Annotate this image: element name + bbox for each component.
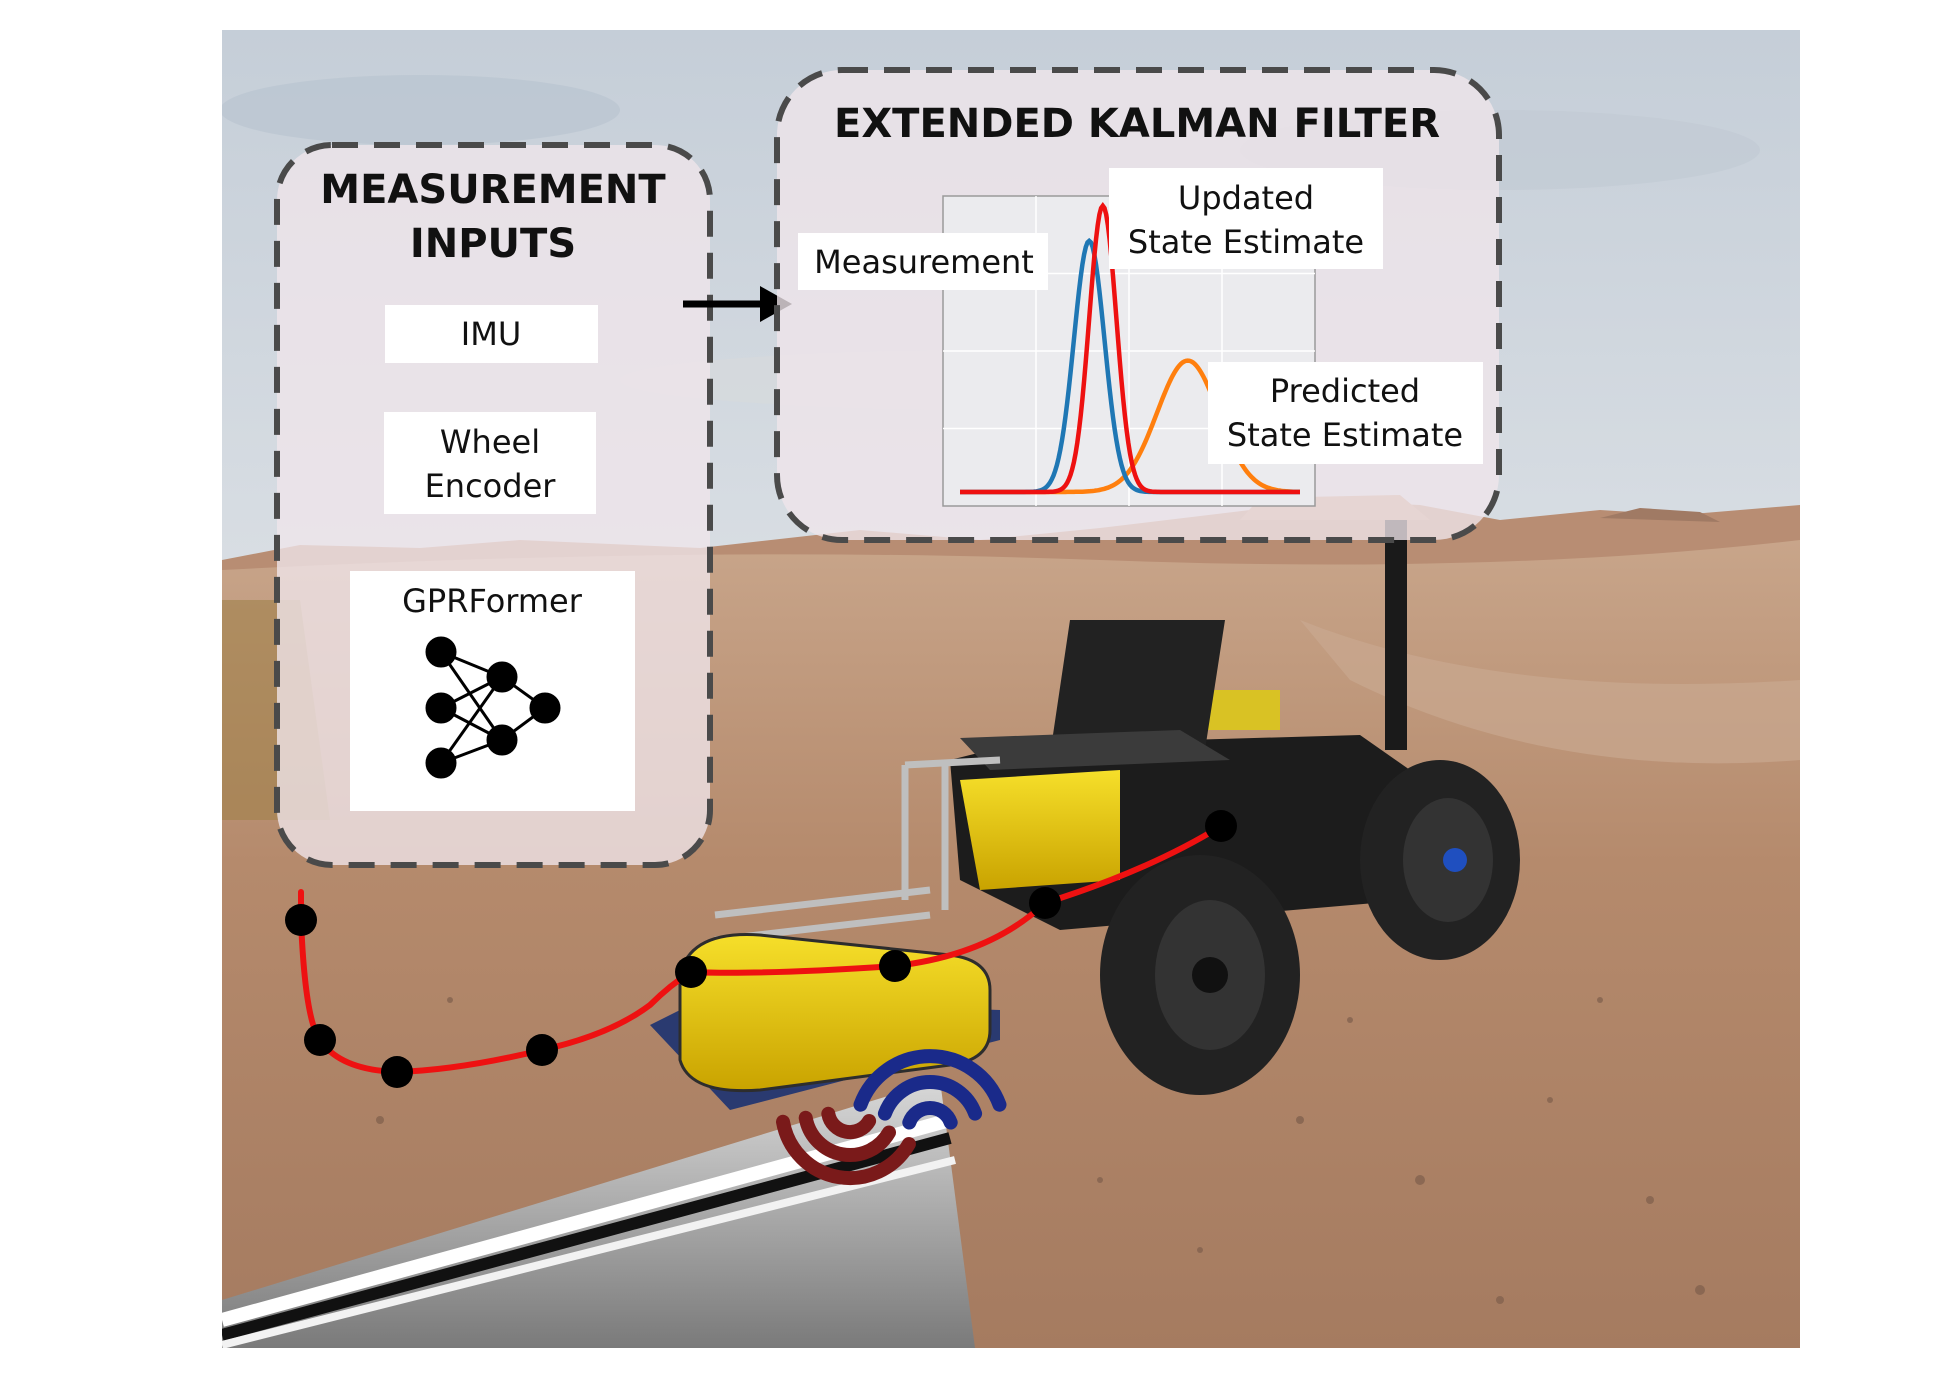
measurement-inputs-panel: MEASUREMENT INPUTS IMU Wheel Encoder GPR…: [274, 142, 713, 868]
input-label-gprformer: GPRFormer: [402, 582, 583, 620]
label-measurement: Measurement: [798, 233, 1048, 290]
radar-wave-arc: [798, 1110, 896, 1162]
curve-updated: [960, 202, 1300, 495]
radar-wave-arc: [902, 1100, 958, 1130]
measurement-panel-title-line1: MEASUREMENT: [320, 167, 666, 213]
mesa: [1600, 508, 1720, 522]
plot-curves: [960, 202, 1300, 495]
measurement-panel-title-line2: INPUTS: [410, 221, 576, 267]
trajectory-node: [526, 1034, 558, 1066]
radar-wave-arc: [853, 1049, 1007, 1112]
input-box-wheel-encoder: Wheel Encoder: [384, 412, 596, 514]
trajectory-node: [381, 1056, 413, 1088]
arrow-icon: [683, 286, 792, 322]
ekf-panel-title: EXTENDED KALMAN FILTER: [834, 101, 1440, 147]
input-box-imu: IMU: [385, 305, 598, 363]
ekf-panel: EXTENDED KALMAN FILTER Updated State Est…: [774, 67, 1502, 543]
pebbles: [376, 997, 1705, 1304]
gps-box: [1200, 690, 1280, 730]
label-updated-line2: State Estimate: [1128, 223, 1364, 261]
label-predicted-line1: Predicted: [1270, 372, 1420, 410]
trajectory-node: [285, 904, 317, 936]
trajectory: [285, 810, 1237, 1088]
label-predicted-state: Predicted State Estimate: [1208, 362, 1483, 464]
wheel-rear: [1360, 760, 1520, 960]
trajectory-nodes: [285, 810, 1237, 1088]
input-box-gprformer: GPRFormer: [350, 571, 635, 811]
antenna-mast: [1385, 520, 1407, 750]
input-label-encoder: Encoder: [425, 467, 557, 505]
trajectory-path: [298, 823, 1224, 1076]
rover-side-panel: [960, 770, 1120, 890]
laptop-screen: [1050, 620, 1225, 755]
label-updated-line1: Updated: [1178, 179, 1314, 217]
laptop-keyboard: [960, 730, 1230, 770]
dune: [1300, 620, 1800, 764]
trajectory-node: [879, 950, 911, 982]
radar-wave-arc: [877, 1075, 983, 1121]
label-measurement-text: Measurement: [814, 243, 1034, 281]
radar-wave-icon: [776, 1049, 1007, 1186]
radar-wave-arc: [821, 1106, 877, 1140]
trajectory-node: [1029, 887, 1061, 919]
trajectory-node: [1205, 810, 1237, 842]
input-label-wheel: Wheel: [440, 423, 540, 461]
radar-wave-arc: [776, 1114, 916, 1186]
trajectory-node: [675, 956, 707, 988]
label-predicted-line2: State Estimate: [1227, 416, 1463, 454]
trajectory-node: [304, 1024, 336, 1056]
label-updated-state: Updated State Estimate: [1109, 168, 1383, 269]
neural-network-icon: [425, 636, 561, 779]
wheel-front: [1100, 855, 1300, 1095]
cloud: [222, 75, 620, 145]
input-label-imu: IMU: [461, 315, 521, 353]
